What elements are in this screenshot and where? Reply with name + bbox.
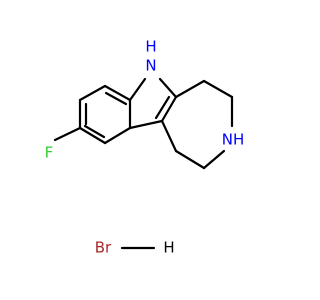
bond-pyridine-6 xyxy=(160,119,178,153)
bond-benzene-1 xyxy=(103,84,132,102)
bond-benzene-double-2 xyxy=(83,124,106,139)
indole-nitrogen-h-label: H xyxy=(145,38,156,56)
bond-fluorine xyxy=(53,126,82,142)
bromine-label: Br xyxy=(95,239,112,257)
bond-pyridine-5 xyxy=(174,149,206,170)
bond-pyridine-2 xyxy=(202,79,234,99)
amine-nitrogen-label: NH xyxy=(222,131,245,149)
bond-benzene-3 xyxy=(103,126,132,145)
bond-five-ring-double xyxy=(154,95,171,120)
bond-benzene-6 xyxy=(78,84,107,102)
fluorine-label: F xyxy=(45,144,54,162)
bond-five-ring-4 xyxy=(128,119,164,130)
indole-nitrogen-label: N xyxy=(145,57,156,75)
bond-benzene-double-1 xyxy=(104,91,128,106)
structure-canvas: H N NH F Br H xyxy=(44,37,245,257)
bond-pyridine-4 xyxy=(202,149,226,170)
hydrogen-label: H xyxy=(163,239,174,257)
bond-five-ring-2 xyxy=(158,77,178,99)
bond-five-ring-3 xyxy=(160,95,178,123)
molecule-diagram: H N NH F Br H xyxy=(45,38,245,257)
bond-pyridine-1 xyxy=(174,79,206,99)
bond-five-ring-1 xyxy=(128,77,147,102)
bond-benzene-4 xyxy=(78,126,107,145)
